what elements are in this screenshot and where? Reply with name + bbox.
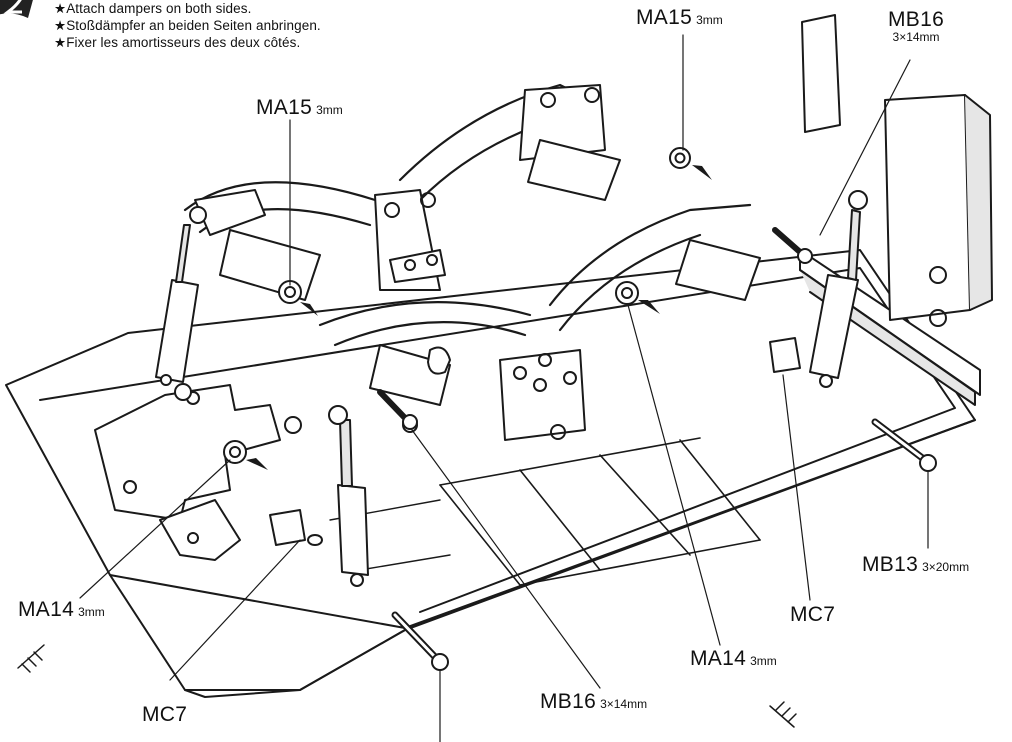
damper-icon (809, 190, 868, 388)
part-label-mc7-left: MC7 (142, 703, 188, 726)
screw-icon (871, 418, 937, 472)
damper-icon (155, 206, 207, 386)
screw-icon (17, 644, 797, 728)
instruction-line-de: ★Stoßdämpfer an beiden Seiten anbringen. (54, 18, 321, 33)
screw-icon (377, 227, 813, 430)
axle-cylinders (219, 139, 761, 406)
left-bracket (94, 384, 281, 561)
rear-block (801, 14, 993, 327)
damper-icon (328, 405, 369, 587)
arm-mount-left (194, 189, 446, 291)
arrow-icon (246, 165, 712, 470)
part-label-mc7-right: MC7 (790, 603, 836, 626)
instruction-line-fr: ★Fixer les amortisseurs des deux côtés. (54, 35, 301, 50)
nut-icon (174, 147, 691, 464)
leader-lines (79, 34, 929, 742)
arm-mount-center (499, 349, 586, 441)
step-number-badge (0, 0, 33, 18)
screw-icon (391, 611, 449, 671)
instruction-line-en: ★Attach dampers on both sides. (54, 1, 252, 16)
collar-icon (269, 337, 801, 546)
instruction-text: ★Attach dampers on both sides. ★Stoßdämp… (54, 0, 321, 51)
chassis-plate (5, 249, 976, 698)
